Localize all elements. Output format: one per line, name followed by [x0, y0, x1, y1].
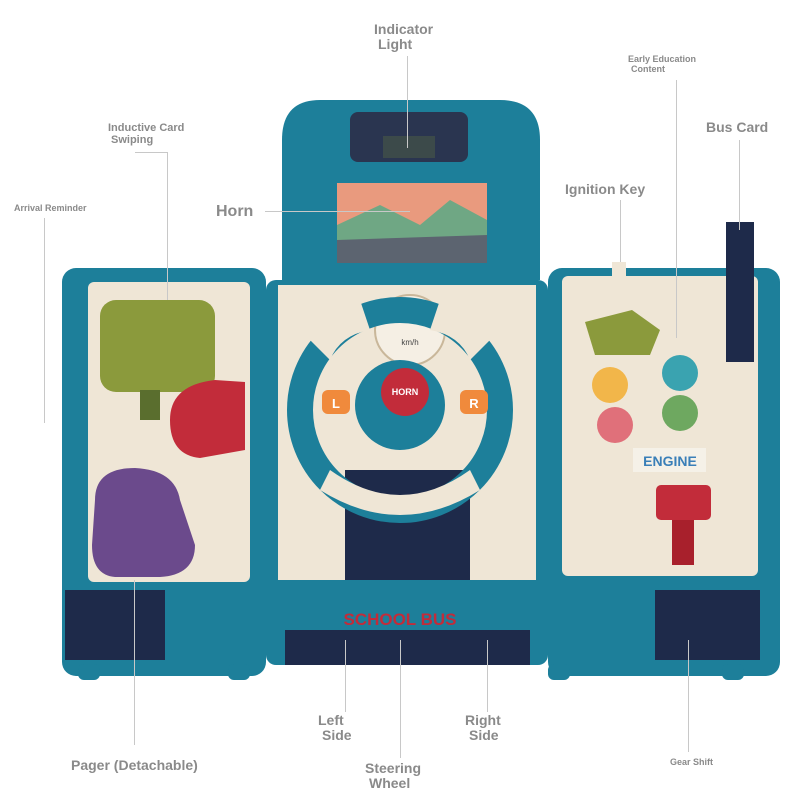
label-line: Content [631, 63, 665, 74]
label-line: Steering [365, 760, 422, 776]
horn-button [381, 368, 429, 416]
label-inductive-card: Inductive Card Swiping [108, 122, 184, 146]
right-button-text: R [469, 396, 479, 411]
label-ignition-key: Ignition Key [565, 181, 646, 197]
label-left-side: Left Side [318, 712, 352, 744]
brand-text: SCHOOL BUS [343, 610, 456, 629]
label-line: Side [469, 727, 499, 744]
label-line: Swiping [111, 134, 154, 147]
label-arrival-reminder: Arrival Reminder [14, 203, 87, 213]
ignition-key [612, 262, 626, 317]
indicator-light [383, 136, 435, 158]
speed-unit: km/h [401, 338, 418, 347]
label-line: Left [318, 712, 344, 728]
right-button [460, 390, 488, 414]
arrival-reminder-button [170, 380, 245, 458]
label-line: Early Education [628, 54, 697, 64]
label-line: Inductive Card [108, 122, 185, 134]
label-line: Wheel [369, 775, 411, 792]
label-early-education: Early Education Content [628, 54, 697, 75]
pager [92, 468, 195, 577]
label-gear-shift: Gear Shift [670, 757, 714, 767]
label-right-side: Right Side [465, 712, 501, 744]
label-horn: Horn [216, 203, 254, 220]
left-button [322, 390, 350, 414]
label-steering-wheel: Steering Wheel [365, 760, 422, 792]
engine-label: ENGINE [643, 453, 697, 469]
horn-text: HORN [392, 387, 419, 397]
bus-card [726, 222, 754, 362]
label-bus-card: Bus Card [706, 119, 769, 135]
card-reader [100, 300, 215, 392]
gear-shift [656, 485, 711, 520]
left-button-text: L [332, 396, 340, 411]
label-pager: Pager (Detachable) [71, 757, 198, 773]
label-line: Right [465, 712, 501, 728]
label-indicator-light: Indicator Light [374, 21, 434, 53]
label-line: Light [378, 36, 413, 53]
label-line: Indicator [374, 21, 434, 37]
label-line: Side [322, 727, 352, 744]
